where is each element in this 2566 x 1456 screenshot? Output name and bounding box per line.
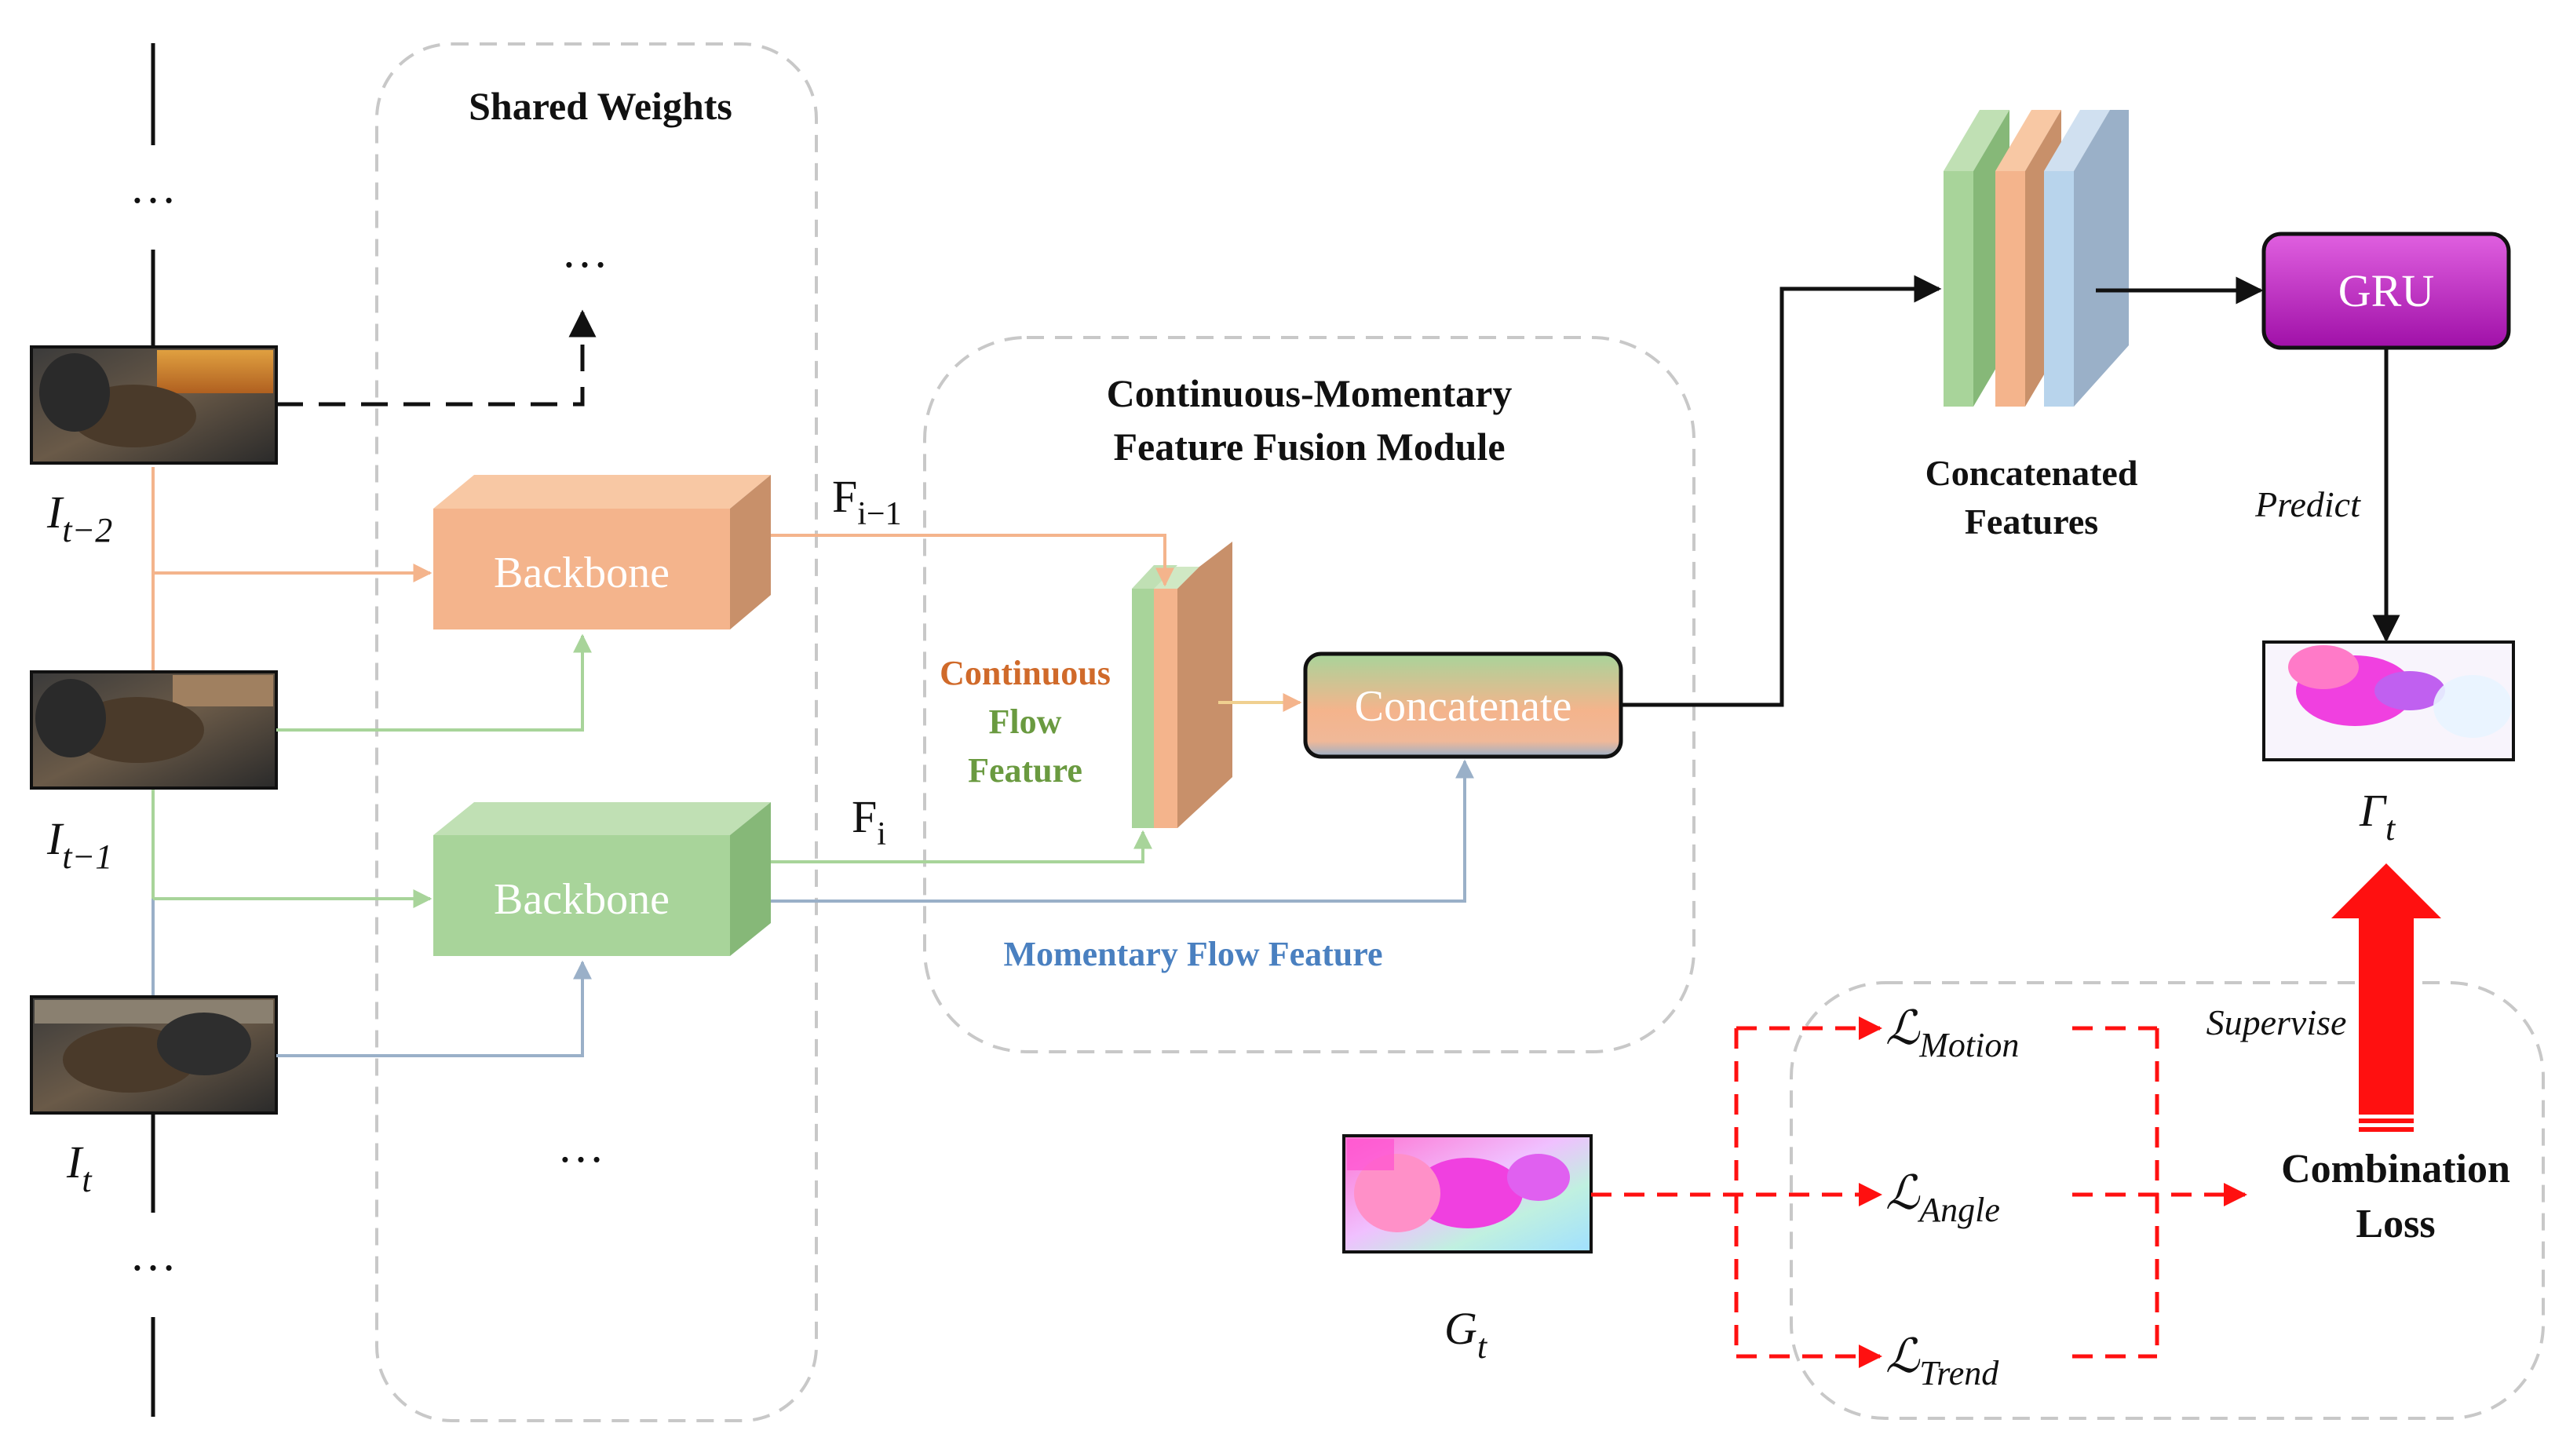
frame-image-t2 (30, 345, 278, 465)
concat-features-label-line1: Concatenated (1925, 453, 2138, 493)
frame-image-t (30, 995, 278, 1115)
prediction-flow-image (2262, 640, 2515, 761)
arrow-backbone-bottom-to-stack (771, 830, 1152, 863)
concatenated-features-stack (1944, 110, 2129, 407)
ground-truth-label: Gt (1444, 1303, 1488, 1366)
loss-dashed-paths (1591, 1016, 2247, 1368)
continuous-label-line2: Flow (989, 702, 1062, 741)
continuous-label-line3: Feature (968, 751, 1082, 790)
loss-motion-label: ℒMotion (1885, 1002, 2019, 1064)
shared-weights-group (375, 42, 818, 1422)
loss-angle-label: ℒAngle (1885, 1167, 2000, 1229)
arrow-t-to-backbone-bottom (276, 960, 592, 1057)
continuous-label-line1: Continuous (940, 654, 1111, 692)
frame-image-t1 (30, 670, 278, 790)
combination-loss-line1: Combination (2281, 1147, 2510, 1191)
frame-label-t2: It−2 (46, 487, 112, 549)
supervise-label: Supervise (2206, 1002, 2347, 1042)
prediction-label: Γt (2359, 785, 2396, 848)
gru-label: GRU (2338, 265, 2434, 316)
arrow-concat-to-features (1621, 275, 1942, 707)
arrow-frame-t2-shared (276, 309, 597, 407)
ellipsis-shared-bottom: … (557, 1120, 604, 1172)
momentary-label: Momentary Flow Feature (1003, 935, 1382, 973)
stacked-feature-map (1132, 542, 1232, 828)
arrow-backbone-top-to-stack (771, 534, 1174, 587)
ellipsis-bottom: … (130, 1228, 177, 1280)
backbone-top-label: Backbone (494, 549, 670, 597)
combination-loss-line2: Loss (2356, 1202, 2435, 1246)
fusion-title-line1: Continuous-Momentary (1107, 371, 1513, 415)
backbone-top (433, 475, 771, 629)
shared-weights-title: Shared Weights (469, 84, 732, 128)
ellipsis-shared-top: … (561, 225, 608, 277)
predict-label: Predict (2254, 484, 2361, 524)
frame-label-t: It (66, 1137, 93, 1199)
fusion-title-line2: Feature Fusion Module (1113, 425, 1505, 469)
feature-label-prev: Fi−1 (832, 471, 902, 532)
concat-features-label-line2: Features (1965, 502, 2098, 542)
backbone-bottom-label: Backbone (494, 875, 670, 924)
ground-truth-flow-image (1342, 1134, 1593, 1253)
fusion-module-group (923, 336, 1695, 1053)
feature-label-cur: Fi (852, 791, 886, 852)
ellipsis-top: … (130, 161, 177, 213)
concatenate-label: Concatenate (1355, 682, 1572, 731)
arrow-backbone-bottom-to-concat (771, 759, 1474, 903)
frame-label-t1: It−1 (46, 813, 112, 876)
supervise-arrow (2331, 863, 2441, 1132)
loss-trend-label: ℒTrend (1885, 1330, 1999, 1392)
loss-group (1790, 981, 2545, 1420)
arrow-t1-to-backbone-top (276, 633, 592, 732)
backbone-bottom (433, 802, 771, 956)
